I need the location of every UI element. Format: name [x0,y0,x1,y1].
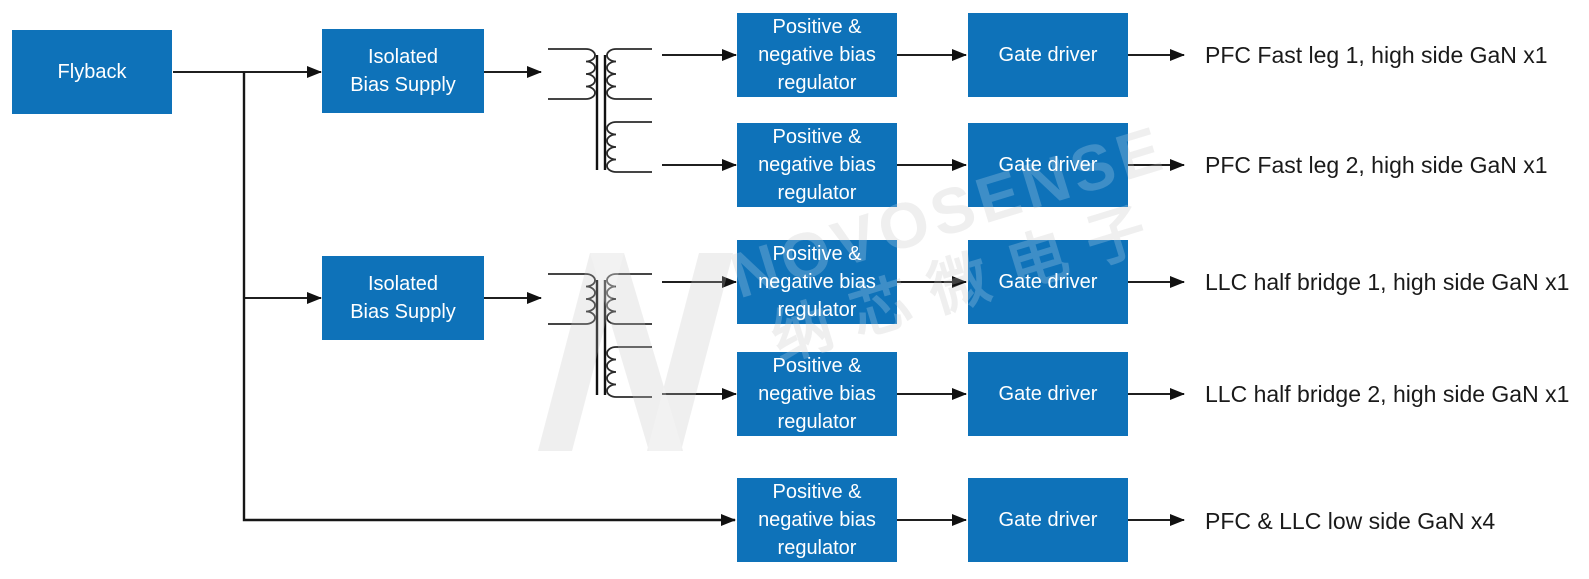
gate-driver-label: Gate driver [998,44,1098,66]
isb-line2: Bias Supply [350,301,456,323]
transformer-winding-icon [544,270,656,400]
gate-driver-box-3: Gate driver [968,240,1128,324]
regulator-line1: Positive & [772,481,862,503]
isb-line1: Isolated [367,273,439,295]
isolated-bias-supply-box-1: Isolated Bias Supply [322,29,484,113]
gate-driver-box-5: Gate driver [968,478,1128,562]
regulator-line2: negative bias [758,44,876,66]
gate-driver-label: Gate driver [998,509,1098,531]
regulator-line1: Positive & [772,243,862,265]
transformer-winding-icon [544,45,656,175]
isb-line2: Bias Supply [350,74,456,96]
bias-regulator-box-2: Positive & negative bias regulator [737,123,897,207]
flyback-box: Flyback [12,30,172,114]
flyback-label: Flyback [57,61,127,83]
output-label-llc-half-bridge-1: LLC half bridge 1, high side GaN x1 [1205,268,1570,295]
output-label-pfc-fast-leg-2: PFC Fast leg 2, high side GaN x1 [1205,151,1548,178]
regulator-line3: regulator [777,299,857,321]
regulator-line2: negative bias [758,509,876,531]
gate-driver-box-2: Gate driver [968,123,1128,207]
isolated-bias-supply-box-2: Isolated Bias Supply [322,256,484,340]
gate-driver-label: Gate driver [998,271,1098,293]
regulator-line1: Positive & [772,126,862,148]
regulator-line1: Positive & [772,355,862,377]
bias-regulator-box-4: Positive & negative bias regulator [737,352,897,436]
gate-driver-label: Gate driver [998,383,1098,405]
output-label-pfc-fast-leg-1: PFC Fast leg 1, high side GaN x1 [1205,41,1548,68]
bias-regulator-box-5: Positive & negative bias regulator [737,478,897,562]
isb-line1: Isolated [367,46,439,68]
gate-driver-label: Gate driver [998,154,1098,176]
gate-driver-box-4: Gate driver [968,352,1128,436]
regulator-line3: regulator [777,411,857,433]
regulator-line1: Positive & [772,16,862,38]
gate-driver-box-1: Gate driver [968,13,1128,97]
regulator-line3: regulator [777,72,857,94]
regulator-line2: negative bias [758,271,876,293]
output-label-low-side: PFC & LLC low side GaN x4 [1205,507,1496,534]
regulator-line2: negative bias [758,383,876,405]
bias-regulator-box-1: Positive & negative bias regulator [737,13,897,97]
regulator-line2: negative bias [758,154,876,176]
bias-regulator-box-3: Positive & negative bias regulator [737,240,897,324]
output-label-llc-half-bridge-2: LLC half bridge 2, high side GaN x1 [1205,380,1570,407]
regulator-line3: regulator [777,182,857,204]
regulator-line3: regulator [777,537,857,559]
